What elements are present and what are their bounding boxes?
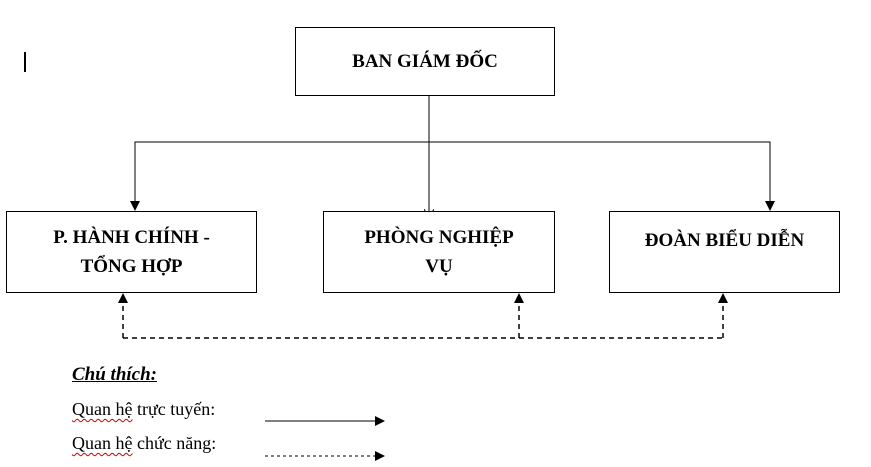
legend-dashed-suffix: chức năng:: [136, 433, 217, 453]
node-hanh-chinh-tong-hop: P. HÀNH CHÍNH - TỔNG HỢP: [6, 211, 257, 293]
node-nghiep-vu-label-line2: VỤ: [425, 256, 453, 277]
node-hanh-chinh-label-line1: P. HÀNH CHÍNH -: [53, 226, 210, 248]
node-ban-giam-doc: BAN GIÁM ĐỐC: [295, 27, 555, 96]
legend-solid-label: Quan hệ trực tuyến:: [72, 399, 215, 420]
text-cursor: [24, 52, 26, 72]
node-nghiep-vu-label-line1: PHÒNG NGHIỆP: [364, 226, 514, 248]
line-top-to-left: [130, 141, 429, 211]
node-ban-giam-doc-label: BAN GIÁM ĐỐC: [352, 50, 498, 72]
line-top-to-right: [429, 141, 775, 211]
node-doan-bieu-dien: ĐOÀN BIỂU DIỄN: [609, 211, 840, 293]
node-phong-nghiep-vu: PHÒNG NGHIỆP VỤ: [323, 211, 555, 293]
node-hanh-chinh-label-line2: TỔNG HỢP: [80, 256, 183, 277]
legend-dashed-label: Quan hệ chức năng:: [72, 433, 216, 454]
legend-title: Chú thích:: [72, 364, 158, 385]
node-doan-bieu-dien-label: ĐOÀN BIỂU DIỄN: [644, 230, 805, 251]
legend-dashed-prefix: Quan hệ: [72, 433, 133, 453]
legend-solid-prefix: Quan hệ: [72, 399, 133, 419]
legend-solid-suffix: trực tuyến:: [136, 399, 216, 419]
